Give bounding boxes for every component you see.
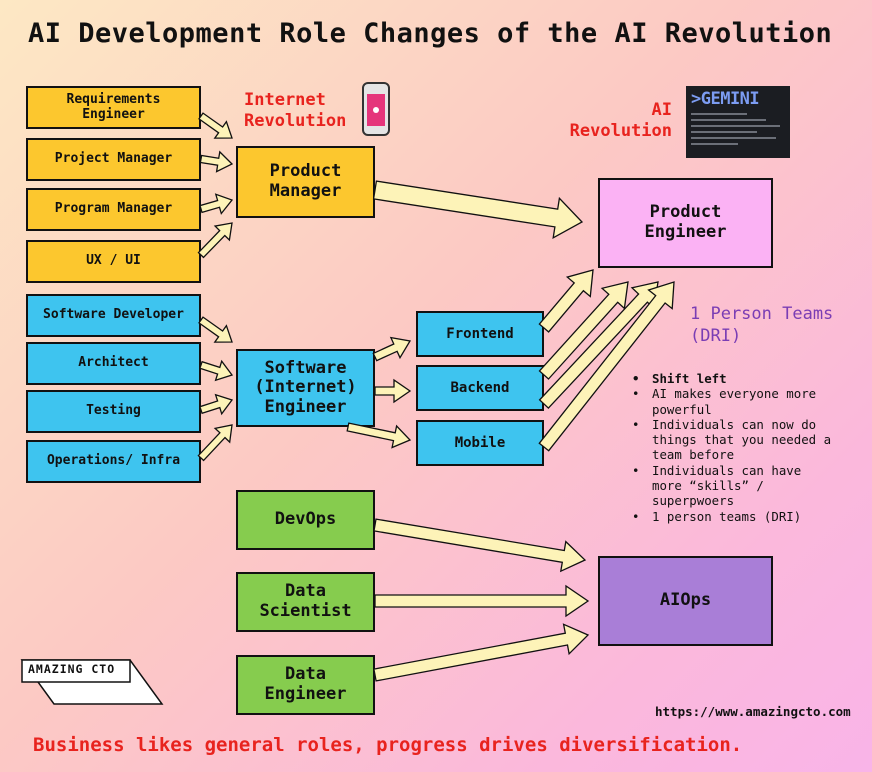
label-line: AI [651, 100, 672, 120]
label-line: Data [285, 581, 326, 602]
bullet-item: Individuals can now do things that you n… [632, 417, 832, 463]
role-label: DevOps [274, 509, 337, 530]
role-requirements-engineer: Requirements Engineer [26, 86, 201, 129]
arrow-icon [373, 623, 590, 682]
arrow-icon [538, 281, 629, 380]
role-architect: Architect [26, 342, 201, 385]
arrow-icon [199, 193, 234, 215]
arrow-icon [372, 336, 412, 362]
role-label: Backend [450, 379, 510, 396]
role-label: Program Manager [54, 201, 173, 217]
internet-revolution-label: Internet Revolution [244, 90, 346, 133]
role-label: Operations/ Infra [46, 453, 181, 469]
role-program-manager: Program Manager [26, 188, 201, 231]
arrow-icon [538, 281, 659, 410]
role-label: Architect [78, 355, 149, 371]
role-label: Testing [86, 403, 141, 419]
label-line: Engineer [264, 396, 347, 417]
label-line: Engineer [644, 222, 727, 242]
product-engineer-box: Product Engineer [598, 178, 773, 268]
arrow-icon [199, 150, 234, 173]
label-line: Revolution [244, 111, 347, 132]
arrow-icon [373, 518, 587, 573]
page-title: AI Development Role Changes of the AI Re… [28, 18, 833, 49]
bullet-item: Shift left [632, 371, 832, 387]
arrow-icon [197, 222, 233, 259]
label-line: Product [649, 202, 722, 223]
arrow-icon [346, 422, 412, 449]
source-url: https://www.amazingcto.com [655, 704, 851, 719]
software-engineer-box: Software (Internet) Engineer [236, 349, 375, 427]
arrow-icon [538, 281, 675, 452]
role-label: Project Manager [54, 151, 173, 167]
label-line: (DRI) [690, 326, 742, 347]
arrow-icon [198, 316, 233, 343]
amazing-cto-logo: AMAZING CTO [28, 662, 116, 676]
dri-heading: 1 Person Teams (DRI) [690, 303, 833, 347]
gemini-logo: >GEMINI [691, 89, 760, 109]
role-label: Requirements Engineer [66, 91, 161, 122]
arrow-icon [374, 378, 412, 404]
data-engineer-box: Data Engineer [236, 655, 375, 715]
role-label: Mobile [454, 434, 506, 451]
devops-box: DevOps [236, 490, 375, 550]
dri-bullet-list: Shift left AI makes everyone more powerf… [632, 371, 832, 524]
aiops-box: AIOps [598, 556, 773, 646]
bullet-item: 1 person teams (DRI) [632, 509, 832, 525]
role-label: AIOps [659, 590, 712, 611]
arrow-icon [372, 180, 584, 240]
label-line: Internet [244, 90, 326, 110]
gemini-screenshot-image: >GEMINI [686, 86, 790, 158]
role-operations-infra: Operations/ Infra [26, 440, 201, 483]
backend-box: Backend [416, 365, 544, 411]
arrow-icon [538, 269, 594, 333]
label-line: Product [269, 161, 342, 182]
role-testing: Testing [26, 390, 201, 433]
role-label: Software Developer [43, 307, 184, 323]
arrow-icon [374, 584, 590, 618]
label-line: Revolution [569, 121, 672, 142]
role-label: UX / UI [86, 253, 141, 269]
arrow-icon [197, 424, 233, 462]
role-ux-ui: UX / UI [26, 240, 201, 283]
label-line: Manager [269, 181, 342, 201]
label-line: 1 Person Teams [690, 304, 834, 324]
data-scientist-box: Data Scientist [236, 572, 375, 632]
arrow-icon [198, 112, 233, 139]
product-manager-box: Product Manager [236, 146, 375, 218]
ai-revolution-label: AI Revolution [562, 100, 672, 143]
arrow-icon [199, 359, 234, 382]
footer-caption: Business likes general roles, progress d… [33, 734, 743, 756]
arrow-icon [199, 393, 234, 416]
label-line: Scientist [259, 601, 352, 621]
label-line: Data [285, 664, 326, 685]
role-project-manager: Project Manager [26, 138, 201, 181]
label-line: Software [264, 357, 347, 378]
role-label: Frontend [446, 325, 514, 342]
frontend-box: Frontend [416, 311, 544, 357]
bullet-item: AI makes everyone more powerful [632, 386, 832, 417]
label-line: Engineer [264, 684, 347, 704]
role-software-developer: Software Developer [26, 294, 201, 337]
logo-shape [20, 659, 164, 705]
smartphone-icon [362, 82, 390, 136]
bullet-item: Individuals can have more “skills” / sup… [632, 463, 832, 509]
label-line: (Internet) [254, 377, 357, 398]
